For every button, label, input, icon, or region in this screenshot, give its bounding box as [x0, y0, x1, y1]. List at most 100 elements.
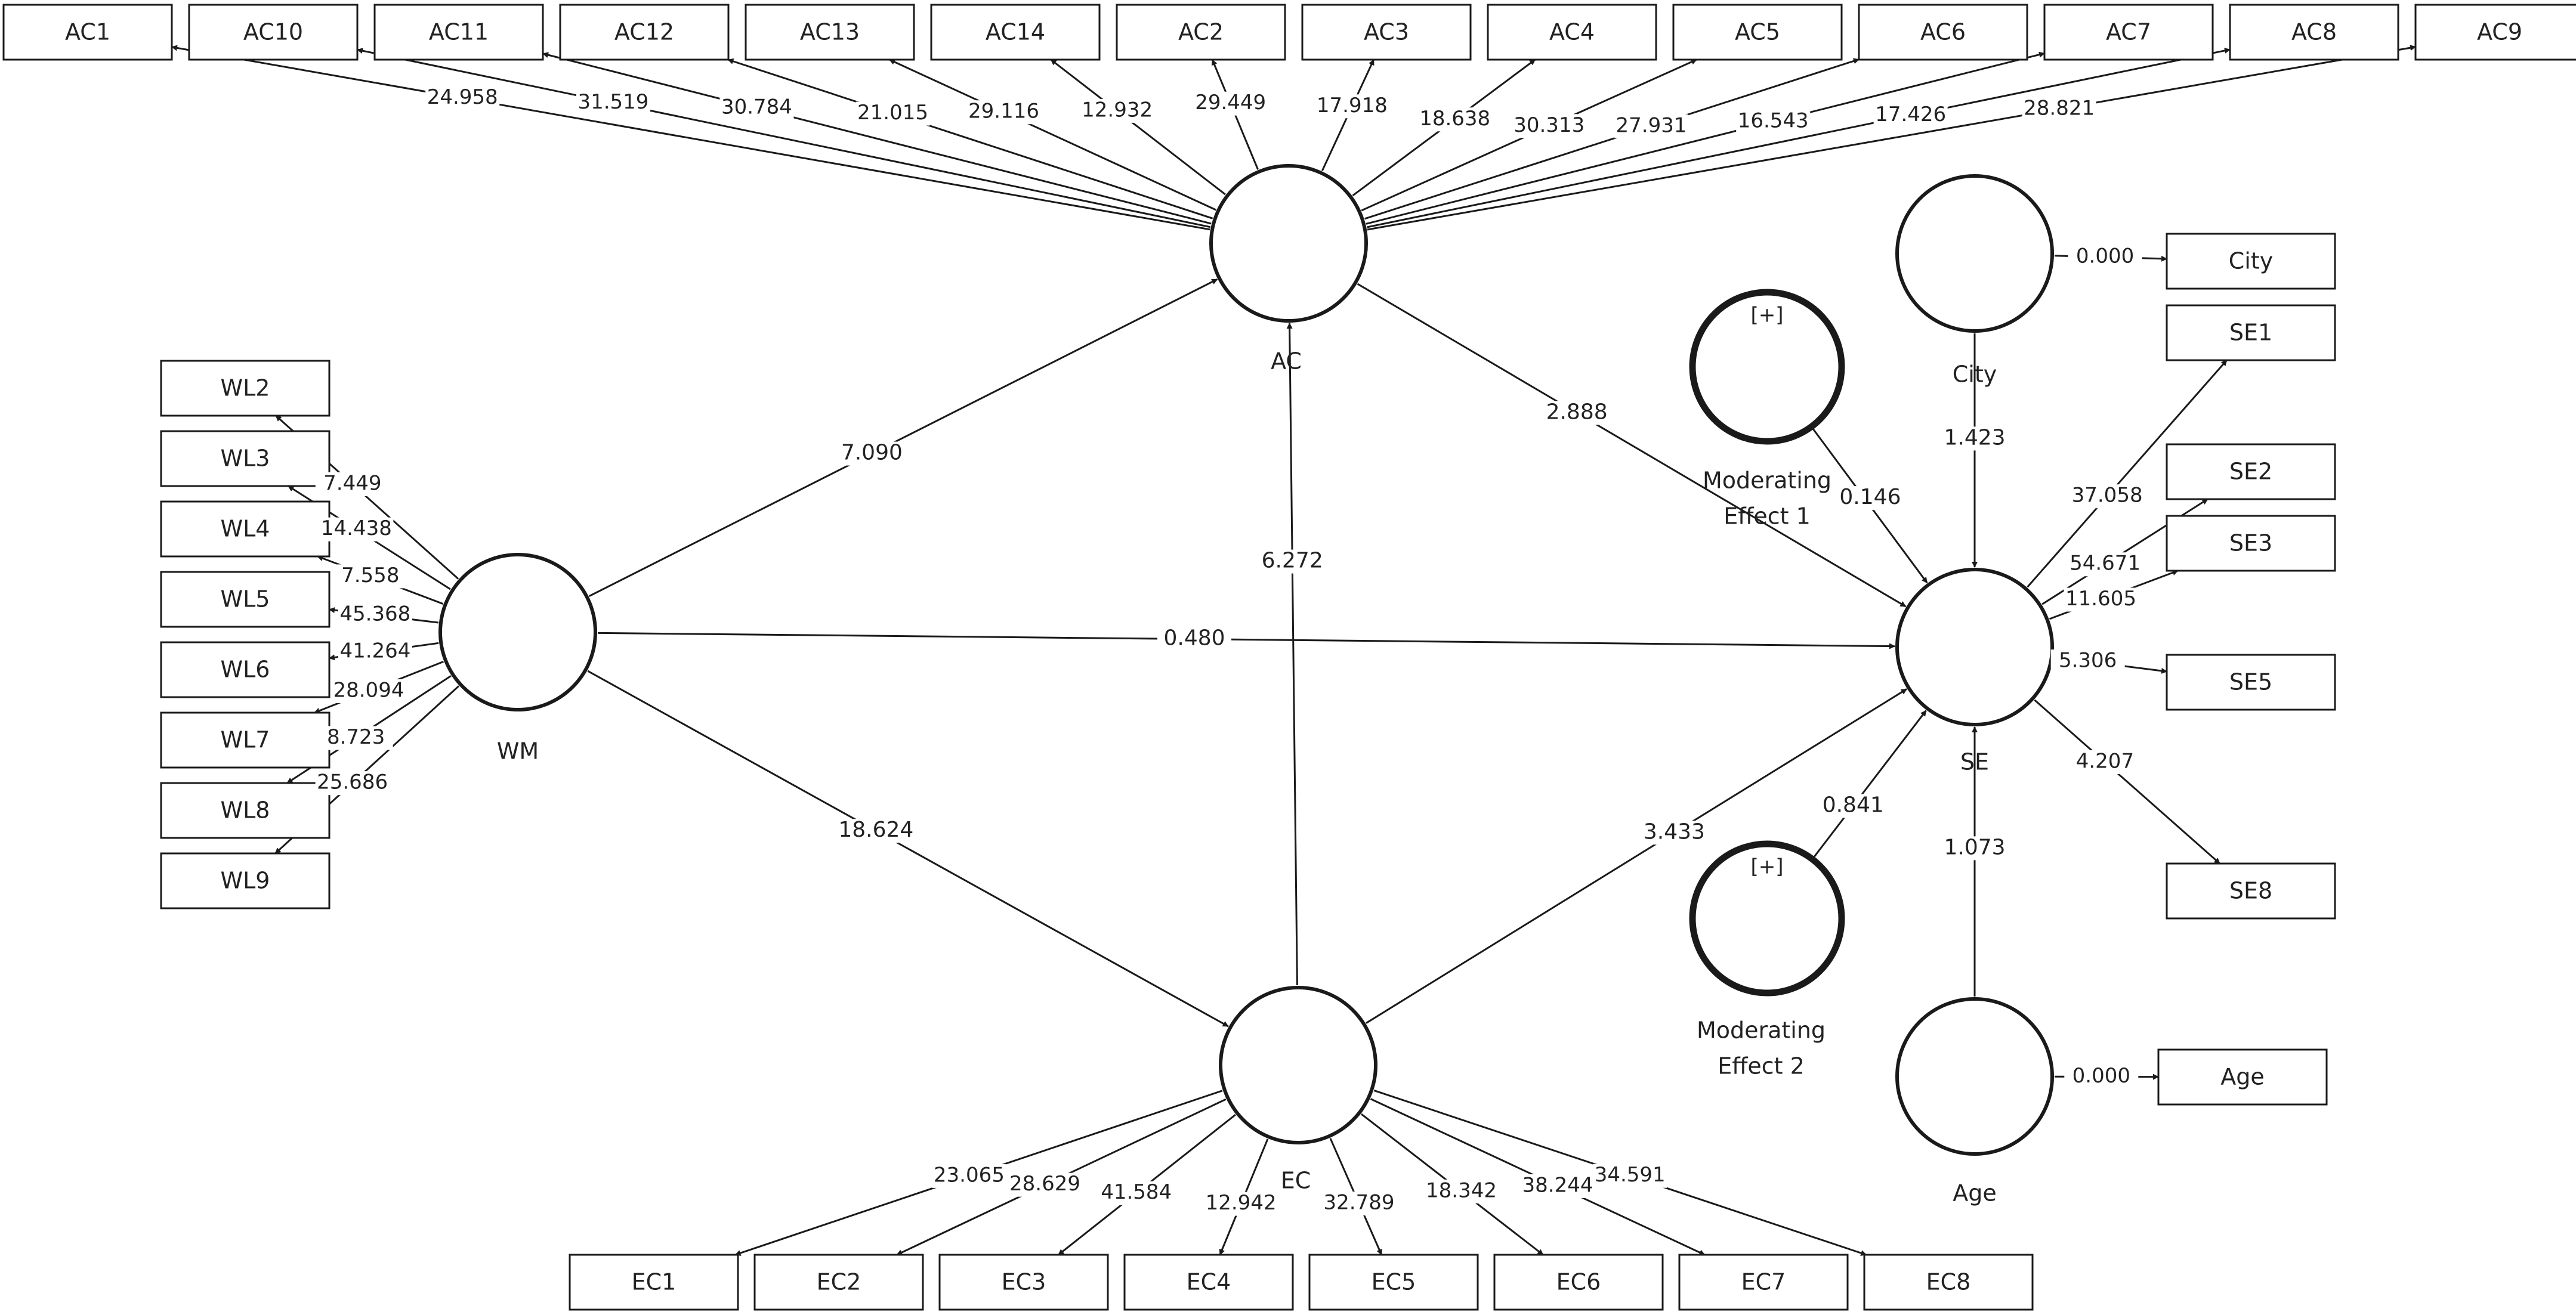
value-bg — [1938, 836, 2012, 861]
indicator-ac10-box[interactable] — [188, 4, 359, 61]
value-bg — [1540, 401, 1614, 425]
value-bg — [1833, 486, 1907, 510]
loading-arrow-ac6 — [1364, 58, 1860, 220]
indicator-ac4-box[interactable] — [1487, 4, 1657, 61]
indicator-ac7-box[interactable] — [2043, 4, 2214, 61]
indicator-wl8-box[interactable] — [160, 782, 331, 839]
moderating-effect-2-marker: [+] — [1750, 855, 1783, 879]
latent-ac-circle[interactable] — [1209, 164, 1368, 323]
indicator-ec5-label: EC5 — [1372, 1269, 1416, 1295]
path-value-me1_se: 0.146 — [1839, 485, 1901, 509]
loading-arrow-ac14 — [1050, 58, 1226, 196]
indicator-ac14-box[interactable] — [930, 4, 1101, 61]
indicator-wl5-label: WL5 — [221, 586, 270, 612]
loading-value-ac9: 28.821 — [2024, 96, 2095, 120]
latent-age-circle[interactable] — [1895, 997, 2054, 1156]
loading-value-ac1: 24.958 — [427, 85, 498, 109]
value-bg — [576, 91, 650, 115]
indicator-wl5-box[interactable] — [160, 571, 331, 628]
indicator-ec6-box[interactable] — [1493, 1254, 1664, 1311]
value-bg — [319, 726, 393, 750]
indicator-ec3-box[interactable] — [938, 1254, 1109, 1311]
loading-value-ec3: 41.584 — [1101, 1180, 1172, 1204]
indicator-ac5-box[interactable] — [1672, 4, 1843, 61]
indicator-wl3-box[interactable] — [160, 430, 331, 487]
value-bg — [1593, 1164, 1667, 1188]
indicator-ec2-box[interactable] — [753, 1254, 924, 1311]
loading-value-ec5: 32.789 — [1324, 1191, 1395, 1215]
indicator-ec8-label: EC8 — [1926, 1269, 1971, 1295]
indicator-ec5-box[interactable] — [1308, 1254, 1479, 1311]
indicator-ec8-box[interactable] — [1863, 1254, 2034, 1311]
indicator-ac12-box[interactable] — [559, 4, 730, 61]
loading-value-wl7: 28.094 — [333, 679, 404, 703]
indicator-se1-label: SE1 — [2229, 320, 2272, 346]
value-bg — [1521, 1174, 1595, 1199]
value-bg — [1315, 94, 1389, 119]
path-arrow-ec-se — [1366, 688, 1907, 1024]
indicator-wl2-box[interactable] — [160, 360, 331, 417]
latent-city-circle[interactable] — [1895, 174, 2054, 333]
path-value-wm_ac: 7.090 — [841, 441, 903, 465]
indicator-ac11-box[interactable] — [373, 4, 544, 61]
value-bg — [1080, 98, 1154, 123]
indicator-ac8-box[interactable] — [2229, 4, 2399, 61]
indicator-se2-box[interactable] — [2166, 443, 2336, 500]
indicator-ec1-box[interactable] — [569, 1254, 739, 1311]
latent-ec-circle[interactable] — [1219, 986, 1377, 1144]
path-value-city_se: 1.423 — [1944, 425, 2005, 450]
value-bg — [855, 101, 930, 126]
value-bg — [1157, 627, 1232, 651]
indicator-se8-label: SE8 — [2229, 878, 2272, 904]
latent-me1-circle[interactable] — [1689, 289, 1845, 445]
indicator-se8-box[interactable] — [2166, 862, 2336, 920]
indicator-ac6-box[interactable] — [1858, 4, 2028, 61]
indicator-city-label: City — [2229, 248, 2273, 274]
indicator-se2-label: SE2 — [2229, 459, 2272, 485]
value-bg — [315, 472, 390, 496]
value-bg — [1873, 103, 1948, 128]
loading-value-ac5: 30.313 — [1514, 113, 1584, 137]
value-bg — [1417, 107, 1492, 132]
indicator-se1-box[interactable] — [2166, 304, 2336, 361]
indicator-age-box[interactable] — [2157, 1048, 2328, 1106]
value-bg — [1512, 114, 1586, 138]
latent-wm-circle[interactable] — [438, 553, 597, 711]
indicator-wl6-box[interactable] — [160, 641, 331, 698]
indicator-ec4-box[interactable] — [1123, 1254, 1294, 1311]
indicator-wl4-box[interactable] — [160, 500, 331, 558]
path-arrow-wm-ec — [587, 670, 1229, 1028]
indicator-se3-box[interactable] — [2166, 515, 2336, 572]
indicator-se5-label: SE5 — [2229, 669, 2272, 695]
latent-label-ac: AC — [1271, 348, 1302, 375]
indicator-se5-box[interactable] — [2166, 654, 2336, 711]
loading-value-wl4: 7.558 — [341, 564, 399, 587]
loading-value-wl3: 14.438 — [321, 516, 392, 540]
indicator-city-box[interactable] — [2166, 233, 2336, 290]
latent-me2-circle[interactable] — [1689, 840, 1845, 997]
latent-label-city: City — [1953, 361, 1997, 388]
indicator-wl9-box[interactable] — [160, 852, 331, 909]
indicator-ac9-box[interactable] — [2414, 4, 2576, 61]
indicator-ec7-box[interactable] — [1678, 1254, 1849, 1311]
loading-value-ac7: 16.543 — [1738, 109, 1809, 132]
value-bg — [1736, 109, 1811, 134]
latent-se-circle[interactable] — [1895, 568, 2054, 726]
indicator-wl8-label: WL8 — [221, 797, 270, 824]
loading-value-city: 0.000 — [2076, 245, 2134, 268]
indicator-ac14-label: AC14 — [986, 19, 1045, 45]
indicator-ac13-box[interactable] — [745, 4, 915, 61]
loading-value-ac2: 29.449 — [1195, 91, 1266, 115]
value-bg — [315, 771, 390, 796]
loading-value-wl8: 8.723 — [327, 725, 385, 749]
loading-value-ec4: 12.942 — [1206, 1191, 1277, 1215]
loading-value-ac11: 30.784 — [721, 95, 792, 119]
indicator-ac12-label: AC12 — [614, 19, 674, 45]
indicator-ac3-box[interactable] — [1301, 4, 1472, 61]
loading-value-se3: 11.605 — [2065, 587, 2136, 611]
indicator-ac1-box[interactable] — [2, 4, 173, 61]
value-bg — [1938, 426, 2012, 451]
indicator-ac2-box[interactable] — [1116, 4, 1286, 61]
moderating-effect-1-marker: [+] — [1750, 304, 1783, 327]
